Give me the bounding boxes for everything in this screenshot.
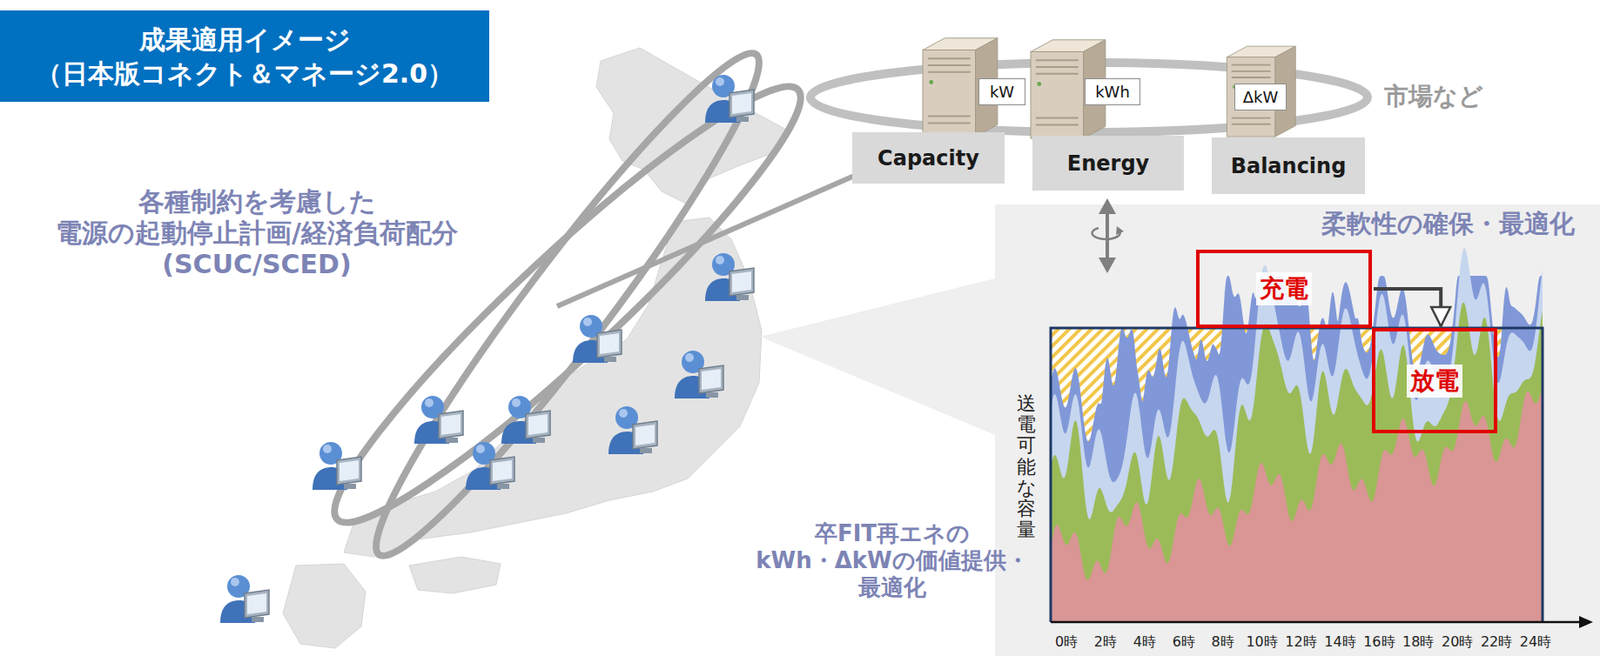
server-icons [922,38,1296,139]
node-text: kWh [1095,82,1130,101]
node-text: kW [989,82,1015,101]
value-note: 卒FIT再エネの kWh・ΔkWの価値提供・最適化 [748,520,1036,603]
drawing-part [312,442,362,491]
tick-label: 6時 [1172,633,1196,651]
japan-map [282,47,788,649]
drawing-part [409,557,501,594]
drawing-part [674,350,724,399]
x-axis-head [1579,616,1594,629]
drawing-part [705,74,754,123]
tick-label: 24時 [1519,633,1552,651]
node-text: 充電 [1256,272,1312,306]
tick-label: 4時 [1133,633,1157,651]
node-text: ΔkW [1243,87,1279,107]
drawing-part [501,396,551,444]
market-note: 市場など [1384,81,1484,112]
capacity-frame [1050,328,1543,623]
drawing-part [1098,257,1116,274]
value-tag: kWh [1084,78,1141,106]
node-text: Balancing [1230,154,1347,179]
person-icons [220,74,754,624]
heading-note: 柔軟性の確保・最適化 [1321,208,1575,240]
value-tag: kW [978,78,1026,106]
drawing-part [1098,198,1116,215]
node-text: Energy [1067,151,1150,176]
node-text: Capacity [877,146,980,171]
drawing-part [282,564,366,649]
x-axis [1050,621,1583,625]
tick-label: 20時 [1441,633,1473,651]
area-layer [1050,248,1543,623]
drawing-part [1115,226,1124,236]
drawing-part [220,575,269,624]
market-box: Capacity [852,132,1005,184]
tick-label: 14時 [1324,633,1356,651]
tick-label: 18時 [1402,633,1434,651]
tick-label: 0時 [1055,633,1078,651]
drawing-part [1226,46,1296,137]
drawing-part [345,29,790,581]
title-banner: 成果適用イメージ （日本版コネクト＆マネージ2.0） [0,10,490,102]
drawing-part [1092,228,1121,240]
market-box: Balancing [1211,137,1365,195]
drawing-part [608,406,658,455]
discharge-box: 放電 [1371,328,1498,434]
tick-label: 8時 [1211,633,1235,651]
tick-label: 22時 [1480,633,1513,651]
stacked-chart [1050,248,1594,629]
charge-box: 充電 [1196,249,1372,329]
value-tag: ΔkW [1234,83,1287,111]
axis-label: 送電可能な容量 [1016,393,1036,541]
area-layer [1050,387,1543,623]
exchange-arrow [1092,198,1124,274]
tick-label: 16時 [1363,633,1395,651]
drawing-part [414,396,464,444]
flow-arrow [1373,289,1441,327]
area-layer [1050,302,1543,623]
drawing-part [705,253,754,302]
tick-label: 12時 [1284,633,1317,651]
tick-label: 10時 [1245,633,1278,651]
drawing-part [465,442,515,491]
title-text: 成果適用イメージ （日本版コネクト＆マネージ2.0） [9,22,480,91]
operator-ring [302,29,834,581]
node-text: 放電 [1406,364,1463,398]
market-box: Energy [1032,135,1184,191]
drawing-part [572,315,622,364]
drawing-part [302,53,834,558]
process-note: 各種制約を考慮した 電源の起動停止計画/経済負荷配分 (SCUC/SCED) [0,186,514,281]
drawing-part [1105,210,1110,262]
tick-label: 2時 [1094,633,1117,651]
